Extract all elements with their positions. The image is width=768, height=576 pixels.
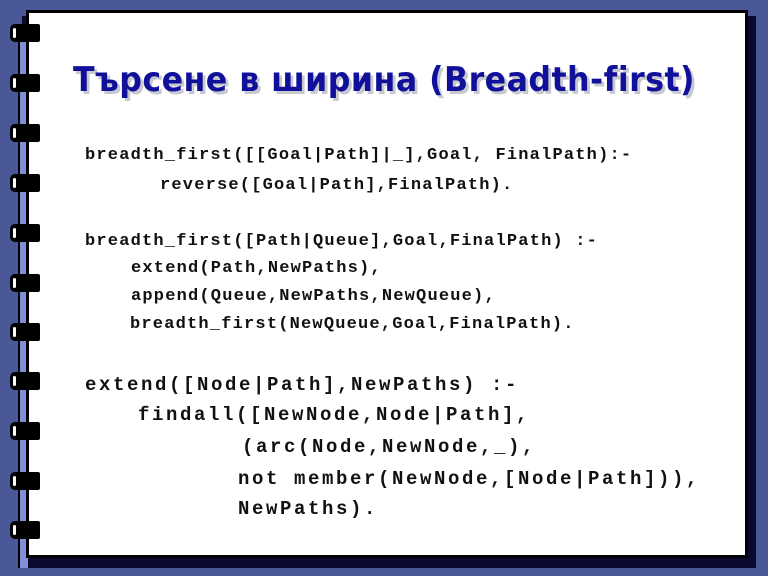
code-line: append(Queue,NewPaths,NewQueue), xyxy=(131,287,496,306)
code-line: NewPaths). xyxy=(238,498,379,520)
code-line: (arc(Node,NewNode,_), xyxy=(242,436,537,458)
code-line: extend(Path,NewPaths), xyxy=(131,259,382,278)
code-line: breadth_first(NewQueue,Goal,FinalPath). xyxy=(130,315,575,334)
binder-ring-icon xyxy=(10,74,40,92)
code-line: breadth_first([Path|Queue],Goal,FinalPat… xyxy=(85,232,599,251)
binder-ring-icon xyxy=(10,274,40,292)
slide-page xyxy=(26,10,748,558)
code-line: not member(NewNode,[Node|Path])), xyxy=(238,468,701,490)
binder-ring-icon xyxy=(10,124,40,142)
binder-ring-icon xyxy=(10,24,40,42)
binder-strip xyxy=(18,38,28,568)
binder-ring-icon xyxy=(10,372,40,390)
code-line: findall([NewNode,Node|Path], xyxy=(138,404,531,426)
code-line: breadth_first([[Goal|Path]|_],Goal, Fina… xyxy=(85,146,633,165)
slide-title: Търсене в ширина (Breadth-first) xyxy=(73,60,695,100)
binder-ring-icon xyxy=(10,174,40,192)
binder-ring-icon xyxy=(10,521,40,539)
code-line: reverse([Goal|Path],FinalPath). xyxy=(160,176,514,195)
binder-ring-icon xyxy=(10,472,40,490)
binder-ring-icon xyxy=(10,224,40,242)
binder-ring-icon xyxy=(10,422,40,440)
binder-ring-icon xyxy=(10,323,40,341)
code-line: extend([Node|Path],NewPaths) :- xyxy=(85,374,520,396)
